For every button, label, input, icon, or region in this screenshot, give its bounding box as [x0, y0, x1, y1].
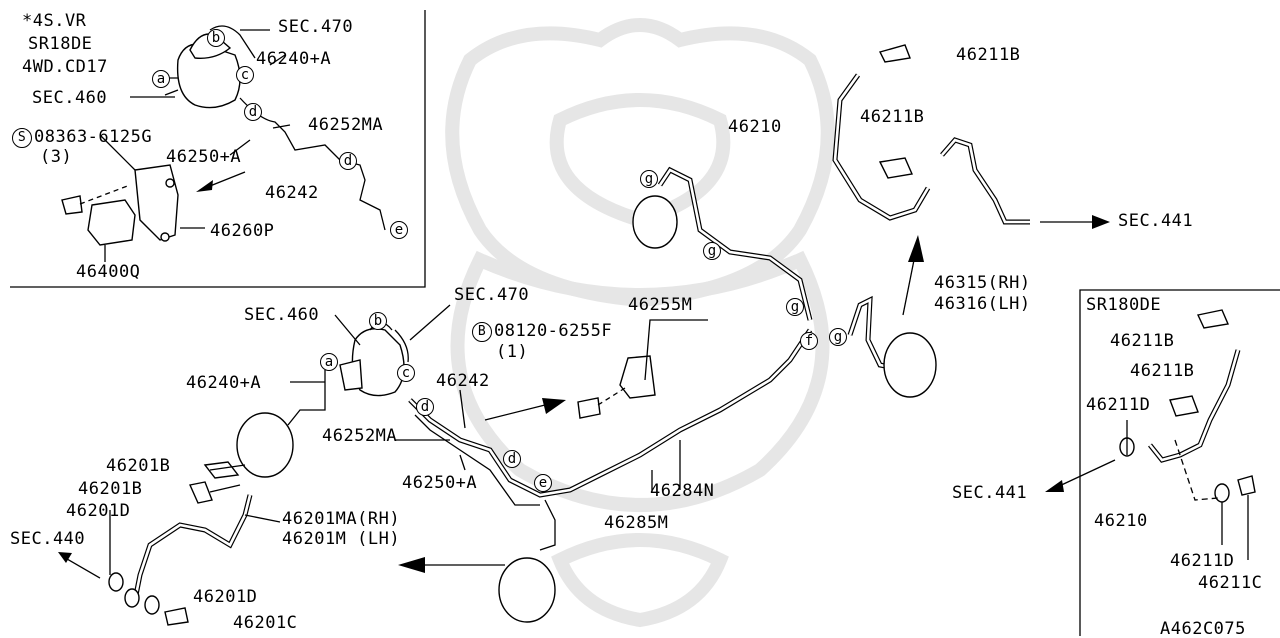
connector-g-4: g	[829, 328, 847, 346]
label-46210-main: 46210	[728, 117, 782, 137]
connector-a-inset: a	[152, 70, 170, 88]
inset-right-title: SR180DE	[1086, 295, 1162, 315]
connector-d-inset-2: d	[339, 152, 357, 170]
connector-g-2: g	[703, 242, 721, 260]
label-46201m-lh: 46201M (LH)	[282, 529, 401, 549]
inset-right-frame	[1079, 289, 1280, 636]
inset-right-artwork	[1045, 309, 1256, 560]
connector-g-1: g	[640, 170, 658, 188]
label-46211b-inset-2: 46211B	[1130, 361, 1195, 381]
label-sec460-main: SEC.460	[244, 305, 320, 325]
connector-c-main: c	[397, 364, 415, 382]
label-46211b-top: 46211B	[956, 45, 1021, 65]
bolt-mark-b: B	[472, 322, 492, 342]
label-sec470-main: SEC.470	[454, 285, 530, 305]
diagram-id: A462C075	[1160, 619, 1246, 638]
label-46242-main: 46242	[436, 371, 490, 391]
connector-d-inset-1: d	[244, 103, 262, 121]
label-46315-rh: 46315(RH)	[934, 273, 1031, 293]
connector-b-inset: b	[207, 29, 225, 47]
label-46201b-1: 46201B	[106, 456, 171, 476]
label-46201b-2: 46201B	[78, 479, 143, 499]
label-sec440: SEC.440	[10, 529, 86, 549]
label-46210-inset: 46210	[1094, 511, 1148, 531]
inset-note-line-3: 4WD.CD17	[22, 57, 108, 77]
connector-a-main: a	[320, 353, 338, 371]
label-46201ma-rh: 46201MA(RH)	[282, 509, 401, 529]
label-46400q: 46400Q	[76, 262, 141, 282]
connector-e-main: e	[534, 474, 552, 492]
label-46250a-main: 46250+A	[402, 473, 478, 493]
label-46211d-inset-2: 46211D	[1170, 551, 1235, 571]
watermark-emblem	[445, 18, 835, 628]
label-sec470-inset: SEC.470	[278, 17, 354, 37]
connector-g-3: g	[786, 298, 804, 316]
label-46211c-inset: 46211C	[1198, 573, 1263, 593]
label-46260p: 46260P	[210, 221, 275, 241]
connector-d-main-1: d	[416, 398, 434, 416]
label-46211b-mid: 46211B	[860, 107, 925, 127]
label-46211b-inset-1: 46211B	[1110, 331, 1175, 351]
label-46250a-inset: 46250+A	[166, 147, 242, 167]
label-46252ma-main: 46252MA	[322, 426, 398, 446]
label-46252ma-inset: 46252MA	[308, 115, 384, 135]
label-46285m: 46285M	[604, 513, 669, 533]
label-bolt-qty-main: (1)	[496, 342, 529, 362]
connector-f: f	[800, 332, 818, 350]
label-08363-6125g: 08363-6125G	[34, 127, 153, 147]
inset-note-line-2: SR18DE	[28, 34, 93, 54]
inset-note-line-1: *4S.VR	[22, 11, 87, 31]
bolt-mark-s: S	[12, 128, 32, 148]
label-46242-inset: 46242	[265, 183, 319, 203]
inset-topleft-frame	[10, 10, 426, 288]
label-sec441-inset: SEC.441	[952, 483, 1028, 503]
connector-c-inset: c	[236, 66, 254, 84]
label-46201c: 46201C	[233, 613, 298, 633]
label-sec460-inset: SEC.460	[32, 88, 108, 108]
label-46240a-inset: 46240+A	[256, 49, 332, 69]
label-46211d-inset-1: 46211D	[1086, 395, 1151, 415]
label-46255m: 46255M	[628, 295, 693, 315]
label-08120-6255f: 08120-6255F	[494, 321, 613, 341]
label-46284n: 46284N	[650, 481, 715, 501]
label-46201d-1: 46201D	[66, 501, 131, 521]
label-bolt-qty-inset: (3)	[40, 147, 73, 167]
label-46240a-main: 46240+A	[186, 373, 262, 393]
label-46316-lh: 46316(LH)	[934, 294, 1031, 314]
label-46201d-2: 46201D	[193, 587, 258, 607]
connector-b-main: b	[369, 312, 387, 330]
connector-e-inset: e	[390, 221, 408, 239]
label-sec441-main: SEC.441	[1118, 211, 1194, 231]
connector-d-main-2: d	[503, 450, 521, 468]
